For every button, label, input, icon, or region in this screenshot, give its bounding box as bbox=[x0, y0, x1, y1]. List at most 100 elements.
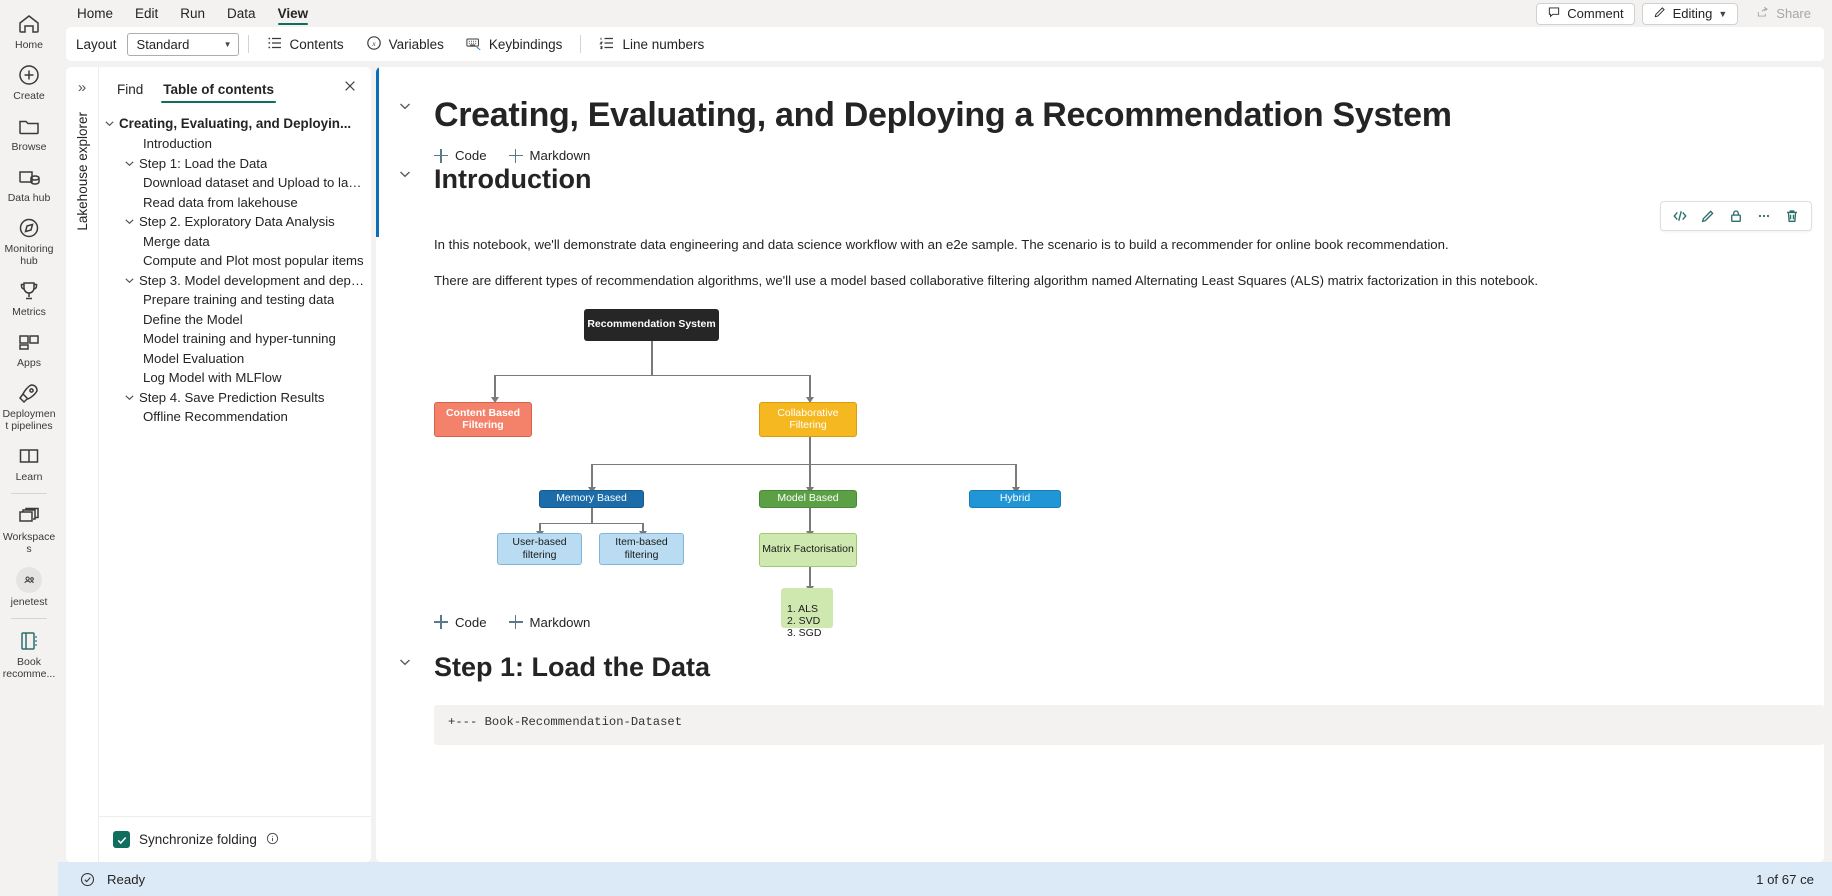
notebook-cell-step1[interactable]: Step 1: Load the Data +--- Book-Recommen… bbox=[376, 637, 1824, 746]
comment-label: Comment bbox=[1567, 6, 1624, 21]
expand-chevrons-icon[interactable]: » bbox=[77, 79, 87, 96]
connector bbox=[809, 431, 811, 465]
code-cell-output[interactable]: +--- Book-Recommendation-Dataset bbox=[434, 705, 1824, 746]
diagram-node-matrix-factorisation: Matrix Factorisation bbox=[759, 532, 857, 567]
rail-item-browse[interactable]: Browse bbox=[0, 108, 58, 159]
toc-item-label: Model Evaluation bbox=[143, 350, 245, 366]
rail-item-book-recommendation[interactable]: Book recomme... bbox=[0, 623, 58, 686]
home-icon bbox=[17, 12, 41, 36]
notebook-scroll[interactable]: Creating, Evaluating, and Deploying a Re… bbox=[376, 67, 1824, 862]
toc-item-1[interactable]: Introduction bbox=[99, 134, 371, 154]
notebook-cell-title[interactable]: Creating, Evaluating, and Deploying a Re… bbox=[376, 67, 1824, 237]
tab-table-of-contents[interactable]: Table of contents bbox=[153, 78, 284, 105]
menu-tab-run[interactable]: Run bbox=[180, 6, 206, 21]
editing-mode-button[interactable]: Editing ▼ bbox=[1641, 2, 1739, 25]
toc-item-3[interactable]: Download dataset and Upload to lakeh... bbox=[99, 173, 371, 193]
line-numbers-toggle[interactable]: Line numbers bbox=[590, 31, 713, 57]
cell-fold-toggle-introduction[interactable] bbox=[398, 167, 420, 186]
add-code-cell-button[interactable]: Code bbox=[434, 148, 487, 163]
toc-item-label: Step 3. Model development and deploy bbox=[139, 272, 365, 288]
edit-pencil-icon[interactable] bbox=[1695, 203, 1721, 229]
rail-item-home[interactable]: Home bbox=[0, 6, 58, 57]
toc-list[interactable]: Creating, Evaluating, and Deployin... In… bbox=[99, 106, 371, 816]
share-button[interactable]: Share bbox=[1745, 3, 1822, 25]
notebook-cell-introduction[interactable]: Introduction bbox=[376, 151, 1824, 639]
connector bbox=[809, 374, 811, 399]
body-row: » Lakehouse explorer Find Table of conte… bbox=[58, 61, 1832, 862]
layout-label: Layout bbox=[76, 36, 117, 52]
connector bbox=[539, 522, 541, 533]
variables-toggle[interactable]: x Variables bbox=[357, 31, 453, 57]
tab-find[interactable]: Find bbox=[117, 82, 144, 97]
diagram-node-label: Memory Based bbox=[556, 492, 627, 505]
layout-select[interactable]: Standard ▼ bbox=[126, 32, 239, 56]
toc-item-4[interactable]: Read data from lakehouse bbox=[99, 193, 371, 213]
chevron-down-icon[interactable] bbox=[99, 118, 119, 129]
toc-item-7[interactable]: Compute and Plot most popular items bbox=[99, 251, 371, 271]
variables-x-icon: x bbox=[366, 35, 382, 54]
chevron-down-icon[interactable] bbox=[119, 392, 139, 403]
ribbon-divider bbox=[247, 35, 249, 53]
toc-item-12[interactable]: Model Evaluation bbox=[99, 349, 371, 369]
status-check-icon bbox=[80, 872, 95, 887]
close-panel-button[interactable] bbox=[337, 77, 363, 106]
rail-item-workspaces[interactable]: Workspaces bbox=[0, 498, 58, 561]
database-icon bbox=[17, 165, 41, 189]
toc-item-6[interactable]: Merge data bbox=[99, 232, 371, 252]
synchronize-folding-checkbox[interactable] bbox=[113, 831, 130, 848]
menu-tab-data[interactable]: Data bbox=[227, 6, 256, 21]
add-markdown-label: Markdown bbox=[529, 148, 591, 164]
toc-item-0[interactable]: Creating, Evaluating, and Deployin... bbox=[99, 112, 371, 134]
toc-item-10[interactable]: Define the Model bbox=[99, 310, 371, 330]
keybindings-toggle[interactable]: Keybindings bbox=[457, 31, 572, 57]
synchronize-folding-row[interactable]: Synchronize folding bbox=[99, 816, 371, 862]
toc-item-2[interactable]: Step 1: Load the Data bbox=[99, 154, 371, 174]
toc-item-5[interactable]: Step 2. Exploratory Data Analysis bbox=[99, 212, 371, 232]
plus-circle-icon bbox=[17, 63, 41, 87]
rail-item-data-hub[interactable]: Data hub bbox=[0, 159, 58, 210]
chevron-down-icon[interactable] bbox=[119, 216, 139, 227]
cell-fold-toggle-step1[interactable] bbox=[398, 655, 420, 674]
connector bbox=[494, 374, 496, 399]
arrow-head bbox=[806, 396, 814, 403]
connector bbox=[642, 522, 644, 533]
lakehouse-explorer-strip[interactable]: » Lakehouse explorer bbox=[66, 67, 99, 862]
lock-icon[interactable] bbox=[1723, 203, 1749, 229]
chevron-down-icon[interactable] bbox=[119, 158, 139, 169]
rail-item-deployment-pipelines[interactable]: Deployment pipelines bbox=[0, 375, 58, 438]
more-options-icon[interactable] bbox=[1751, 203, 1777, 229]
cell-selection-indicator bbox=[376, 67, 379, 237]
rail-item-metrics[interactable]: Metrics bbox=[0, 273, 58, 324]
menu-tab-view[interactable]: View bbox=[267, 0, 320, 27]
toc-item-label: Creating, Evaluating, and Deployin... bbox=[119, 115, 352, 131]
toc-item-9[interactable]: Prepare training and testing data bbox=[99, 290, 371, 310]
cell-toolbar[interactable] bbox=[1660, 201, 1812, 231]
rail-item-apps[interactable]: Apps bbox=[0, 324, 58, 375]
cell-fold-toggle-title[interactable] bbox=[398, 99, 420, 118]
toc-item-8[interactable]: Step 3. Model development and deploy bbox=[99, 271, 371, 291]
toc-item-13[interactable]: Log Model with MLFlow bbox=[99, 368, 371, 388]
rail-item-learn[interactable]: Learn bbox=[0, 438, 58, 489]
code-view-icon[interactable] bbox=[1667, 203, 1693, 229]
menu-tab-home[interactable]: Home bbox=[77, 6, 114, 21]
keyboard-icon bbox=[466, 35, 482, 54]
rail-item-jenetest[interactable]: jenetest bbox=[0, 561, 58, 614]
add-markdown-cell-button[interactable]: Markdown bbox=[508, 148, 591, 164]
rail-label: Monitoring hub bbox=[4, 243, 54, 267]
toc-item-11[interactable]: Model training and hyper-tunning bbox=[99, 329, 371, 349]
notebook-canvas[interactable]: Creating, Evaluating, and Deploying a Re… bbox=[376, 67, 1824, 862]
rail-item-create[interactable]: Create bbox=[0, 57, 58, 108]
contents-toggle[interactable]: Contents bbox=[258, 31, 353, 57]
info-circle-icon[interactable] bbox=[266, 832, 279, 848]
add-markdown-cell-button[interactable]: Markdown bbox=[508, 615, 590, 630]
delete-trash-icon[interactable] bbox=[1779, 203, 1805, 229]
rail-item-monitoring-hub[interactable]: Monitoring hub bbox=[0, 210, 58, 273]
toc-item-label: Prepare training and testing data bbox=[143, 292, 335, 308]
chevron-down-icon[interactable] bbox=[119, 275, 139, 286]
toc-item-label: Read data from lakehouse bbox=[143, 194, 298, 210]
menu-tab-edit[interactable]: Edit bbox=[135, 6, 159, 21]
add-code-cell-button[interactable]: Code bbox=[434, 615, 487, 630]
comment-button[interactable]: Comment bbox=[1536, 2, 1635, 25]
toc-item-15[interactable]: Offline Recommendation bbox=[99, 407, 371, 427]
toc-item-14[interactable]: Step 4. Save Prediction Results bbox=[99, 388, 371, 408]
